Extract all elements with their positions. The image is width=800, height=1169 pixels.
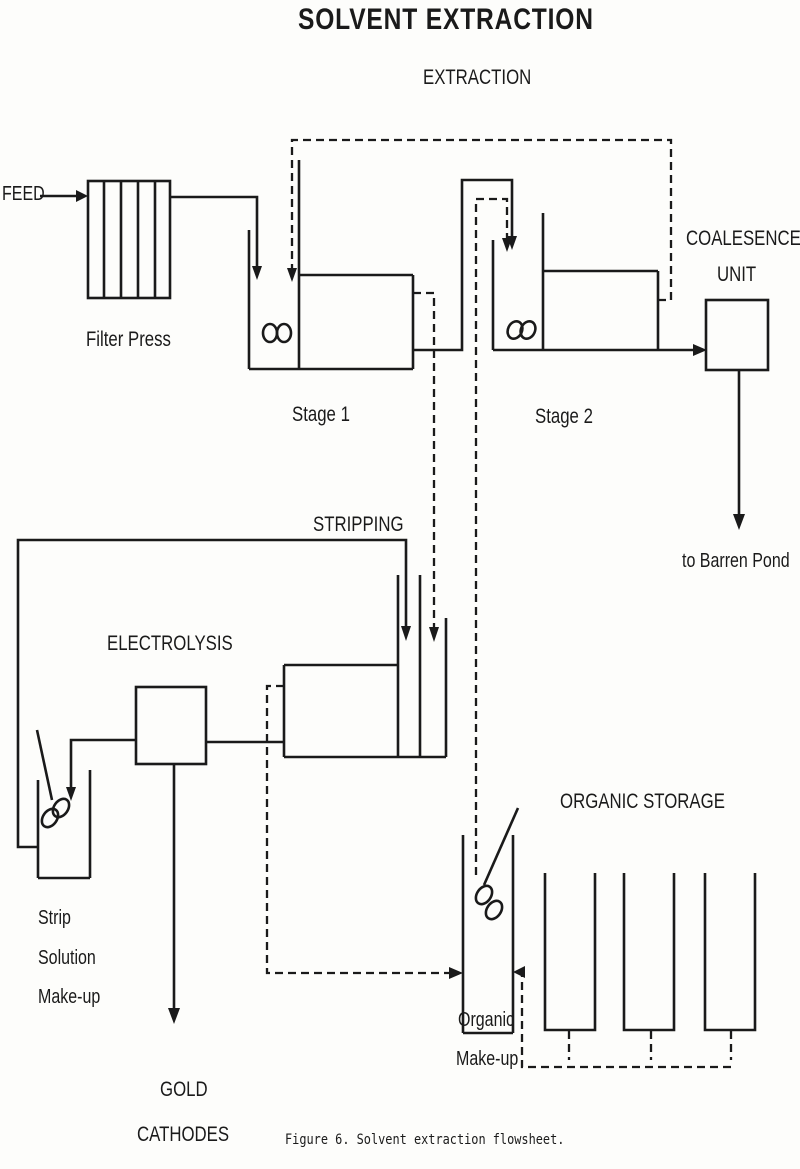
label-strip: Strip xyxy=(38,907,71,929)
figure-caption: Figure 6. Solvent extraction flowsheet. xyxy=(285,1132,565,1148)
section-organic-storage: ORGANIC STORAGE xyxy=(560,790,725,813)
feed-arrowhead xyxy=(76,190,88,202)
label-barren-pond: to Barren Pond xyxy=(682,550,790,572)
stage1-mixer-settler xyxy=(247,160,415,371)
stripped-organic-dashed-line xyxy=(265,684,452,975)
label-gold: GOLD xyxy=(160,1078,208,1101)
label-filter-press: Filter Press xyxy=(86,328,171,351)
organic-return-dashed-line xyxy=(290,138,673,302)
strip-solution-loop-line xyxy=(16,538,408,849)
label-stage-1: Stage 1 xyxy=(292,403,350,426)
label-feed: FEED xyxy=(2,183,45,205)
strip-solution-makeup-tank xyxy=(35,729,92,880)
electrolysis-cell-box xyxy=(134,685,208,766)
storage-return-dashed-lines xyxy=(513,966,733,1069)
section-stripping: STRIPPING xyxy=(313,513,404,536)
loaded-organic-dashed-line xyxy=(413,291,436,628)
stage1-to-stage2-line xyxy=(413,178,514,352)
label-make-up: Make-up xyxy=(38,986,101,1008)
electrolysis-to-strip-makeup-line xyxy=(69,738,136,789)
label-organic-make-up: Make-up xyxy=(456,1048,519,1070)
label-cathodes: CATHODES xyxy=(137,1123,230,1146)
diagram-title: SOLVENT EXTRACTION xyxy=(298,3,594,36)
section-extraction: EXTRACTION xyxy=(423,66,532,89)
stage2-mixer-settler xyxy=(491,213,660,352)
label-coalesence: COALESENCE xyxy=(686,227,800,250)
filter-to-stage1-line xyxy=(170,195,259,268)
organic-storage-tanks xyxy=(543,873,757,1032)
section-electrolysis: ELECTROLYSIS xyxy=(107,632,233,655)
label-solution: Solution xyxy=(38,947,96,969)
label-organic: Organic xyxy=(458,1009,515,1031)
organic-makeup-tank xyxy=(461,807,520,1035)
label-stage-2: Stage 2 xyxy=(535,405,593,428)
organic-makeup-to-stage2-dashed-line xyxy=(474,197,509,875)
stripping-mixer-settler xyxy=(282,575,448,759)
label-coalesence-unit: UNIT xyxy=(717,263,757,286)
coalesence-unit-box xyxy=(704,298,770,372)
filter-press xyxy=(86,179,172,300)
